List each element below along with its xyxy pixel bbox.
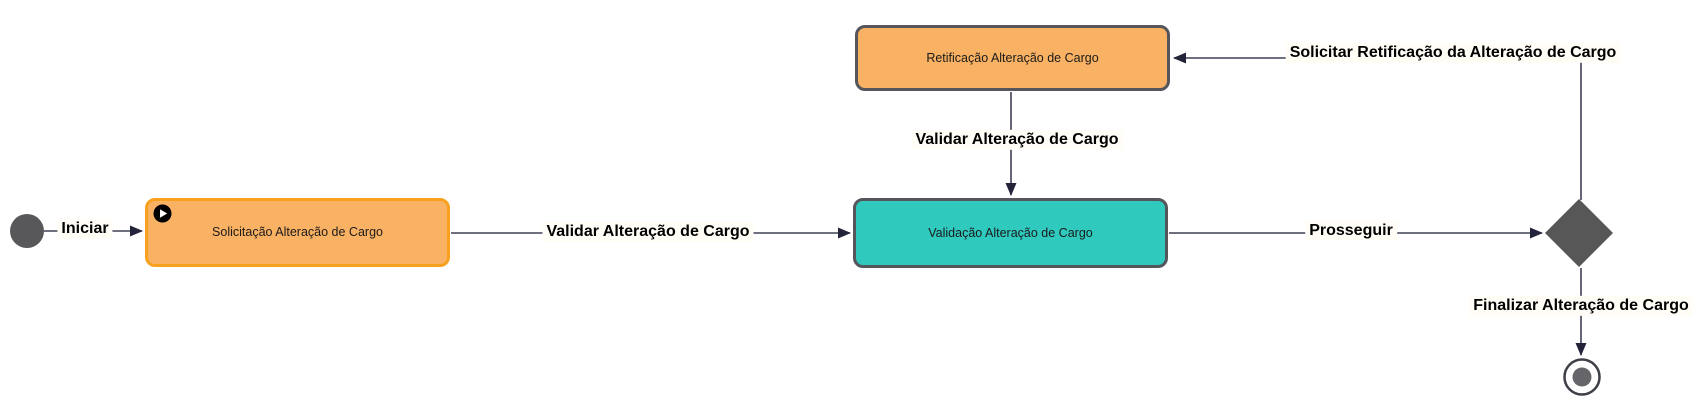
task-label: Validação Alteração de Cargo (928, 225, 1093, 240)
task-validacao-alteracao-cargo[interactable]: Validação Alteração de Cargo (853, 198, 1168, 268)
task-label: Retificação Alteração de Cargo (926, 50, 1099, 65)
start-node[interactable] (10, 214, 44, 248)
end-node-inner-dot (1572, 367, 1592, 387)
task-solicitacao-alteracao-cargo[interactable]: Solicitação Alteração de Cargo (145, 198, 450, 267)
edge-label-iniciar: Iniciar (57, 218, 113, 240)
edge-label-validar-alteracao-cargo-vertical: Validar Alteração de Cargo (911, 129, 1123, 151)
edge-decision-to-retificacao (1173, 52, 1582, 200)
task-label: Solicitação Alteração de Cargo (212, 225, 383, 239)
decision-diamond[interactable] (1545, 199, 1613, 267)
end-node[interactable] (1563, 358, 1601, 396)
edge-label-finalizar-alteracao-cargo: Finalizar Alteração de Cargo (1469, 295, 1693, 317)
task-retificacao-alteracao-cargo[interactable]: Retificação Alteração de Cargo (855, 25, 1170, 91)
play-icon (153, 204, 172, 223)
edge-label-prosseguir: Prosseguir (1305, 220, 1397, 242)
edge-label-solicitar-retificacao: Solicitar Retificação da Alteração de Ca… (1285, 42, 1621, 64)
edge-label-validar-alteracao-cargo: Validar Alteração de Cargo (542, 221, 754, 243)
